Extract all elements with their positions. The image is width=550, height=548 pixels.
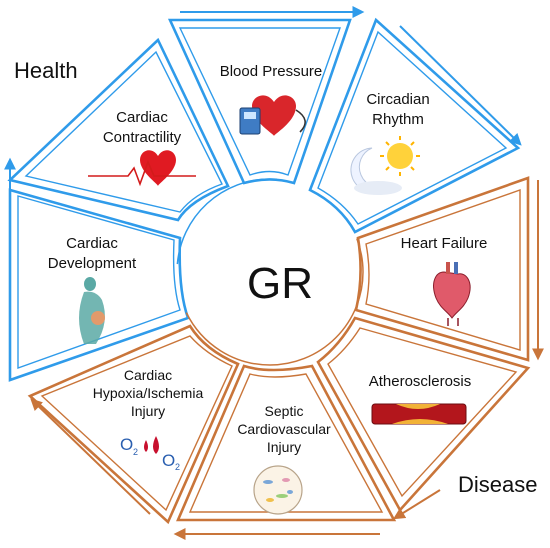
- bacteria-cell-icon: [253, 465, 303, 515]
- oxygen-blood-drops-icon: O 2 O 2: [120, 435, 180, 472]
- failing-heart-icon: [433, 262, 471, 326]
- heart-failure-label: Heart Failure: [401, 235, 488, 252]
- moon-sun-icon: [350, 136, 420, 195]
- blood-pressure-icon: [239, 95, 306, 136]
- development-label-line1: Cardiac: [66, 235, 118, 252]
- segment-hypoxia-injury: [27, 324, 240, 525]
- heart-ecg-icon: [88, 150, 196, 187]
- segment-atherosclerosis: [316, 316, 531, 513]
- contractility-label-line1: Cardiac: [116, 109, 168, 126]
- segment-heart-failure: [354, 176, 530, 362]
- arrow-upper-right: [399, 25, 522, 146]
- artery-plaque-icon: [371, 403, 467, 425]
- segment-cardiac-development: [8, 188, 190, 382]
- septic-label-line1: Septic: [265, 403, 304, 419]
- oxygen-symbol-2: O: [162, 451, 175, 470]
- hypoxia-label-line3: Injury: [131, 403, 165, 419]
- disease-label: Disease: [458, 472, 537, 497]
- oxygen-subscript-2: 2: [175, 462, 180, 472]
- segment-circadian-rhythm: [308, 17, 521, 234]
- hypoxia-label-line2: Hypoxia/Ischemia: [93, 385, 204, 401]
- circadian-label-line2: Rhythm: [372, 111, 424, 128]
- septic-label-line2: Cardiovascular: [237, 421, 331, 437]
- segment-cardiac-contractility: [7, 37, 230, 222]
- segment-septic-injury: [176, 364, 397, 522]
- blood-pressure-label: Blood Pressure: [220, 63, 323, 80]
- development-label-line2: Development: [48, 255, 137, 272]
- inner-ring-health: [176, 178, 364, 366]
- atherosclerosis-label: Atherosclerosis: [369, 373, 472, 390]
- arrow-lower-left: [30, 398, 151, 515]
- oxygen-symbol-1: O: [120, 435, 133, 454]
- inner-ring-disease: [176, 178, 364, 366]
- contractility-label-line2: Contractility: [103, 129, 182, 146]
- arrow-lower-right: [392, 489, 441, 520]
- septic-label-line3: Injury: [267, 439, 301, 455]
- health-label: Health: [14, 58, 78, 83]
- circadian-label-line1: Circadian: [366, 91, 429, 108]
- hypoxia-label-line1: Cardiac: [124, 367, 172, 383]
- center-label: GR: [247, 259, 313, 308]
- pregnancy-icon: [79, 277, 105, 344]
- oxygen-subscript-1: 2: [133, 447, 138, 457]
